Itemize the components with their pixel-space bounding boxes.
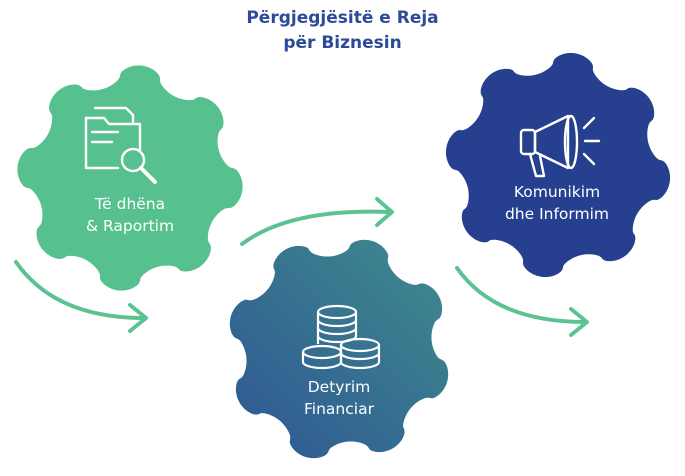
title-line-1: Përgjegjësitë e Reja bbox=[246, 8, 439, 28]
arrow-data-to-financial bbox=[14, 260, 148, 333]
coins-stack-icon bbox=[301, 304, 381, 370]
gear-data-reporting bbox=[17, 65, 243, 291]
gear-label-data-line-1: Të dhëna bbox=[94, 195, 166, 213]
arrow-financial-to-communication bbox=[240, 197, 394, 246]
gear-label-data-reporting: Të dhëna & Raportim bbox=[60, 193, 200, 237]
gear-label-financial-line-1: Detyrim bbox=[307, 378, 371, 396]
diagram-title: Përgjegjësitë e Reja për Biznesin bbox=[0, 6, 685, 56]
title-line-2: për Biznesin bbox=[283, 33, 402, 53]
megaphone-icon bbox=[519, 114, 601, 178]
arrow-communication-to-next bbox=[455, 266, 589, 337]
gear-label-data-line-2: & Raportim bbox=[85, 217, 175, 235]
gear-label-communication: Komunikim dhe Informim bbox=[487, 181, 627, 225]
gear-label-communication-line-1: Komunikim bbox=[513, 183, 601, 201]
gear-communication bbox=[445, 52, 671, 278]
gear-label-financial: Detyrim Financiar bbox=[269, 376, 409, 420]
folder-search-icon bbox=[84, 106, 157, 184]
gear-label-financial-line-2: Financiar bbox=[304, 400, 374, 418]
gear-label-communication-line-2: dhe Informim bbox=[504, 205, 610, 223]
